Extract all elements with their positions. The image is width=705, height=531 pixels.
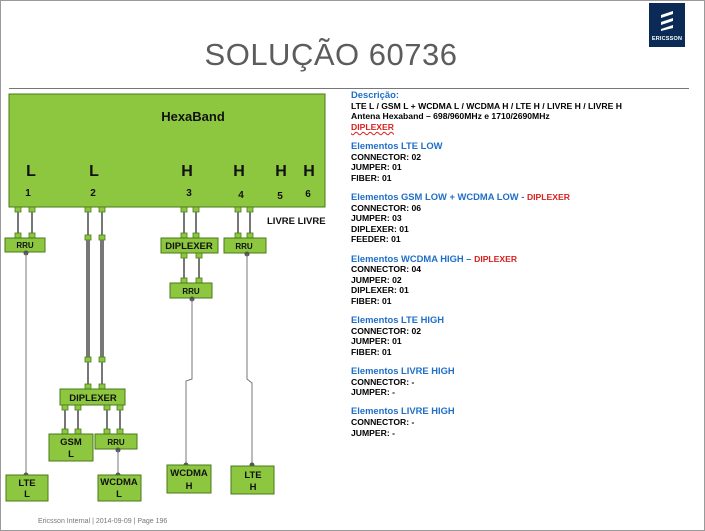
rru-band4-label: RRU (235, 242, 253, 251)
wcdma-h-top: WCDMA (170, 468, 208, 479)
section-item: DIPLEXER: 01 (351, 223, 409, 234)
description-panel: Descrição: LTE L / GSM L + WCDMA L / WCD… (351, 89, 691, 438)
section-item: CONNECTOR: 02 (351, 325, 422, 336)
section-item: JUMPER: - (351, 427, 395, 438)
section-item: CONNECTOR: 02 (351, 151, 422, 162)
band-letter-1: L (26, 163, 36, 180)
description-line-2: Antena Hexaband – 698/960MHz e 1710/2690… (351, 111, 550, 122)
lte-h-top: LTE (244, 470, 261, 481)
section-item: JUMPER: 03 (351, 213, 402, 224)
livre-label: LIVRE LIVRE (267, 216, 326, 227)
band-number-2: 2 (90, 188, 96, 199)
section-title: Elementos LTE LOW (351, 139, 443, 151)
diplexer-bottom-box (59, 388, 126, 406)
section-item: JUMPER: 01 (351, 162, 402, 173)
band2-feeders (86, 240, 104, 357)
section-item: FEEDER: 01 (351, 234, 401, 245)
lte-l-bottom: L (24, 489, 30, 500)
section-title: Elementos GSM LOW + WCDMA LOW - (351, 190, 527, 202)
hexaband-diagram: HexaBand L L H H H H 1 2 3 4 5 6 LIVRE L… (4, 93, 326, 502)
section-livre-high-2: Elementos LIVRE HIGH CONNECTOR: - JUMPER… (351, 406, 691, 438)
wcdma-h-bottom: H (186, 481, 193, 492)
section-gsm-wcdma-low: Elementos GSM LOW + WCDMA LOW - DIPLEXER… (351, 190, 691, 245)
band-letter-2: L (89, 163, 99, 180)
band-letter-3: H (181, 163, 193, 180)
section-title: Elementos WCDMA HIGH – (351, 252, 475, 264)
section-title: Elementos LIVRE HIGH (351, 365, 455, 377)
gsm-l-box (48, 433, 94, 462)
section-item: JUMPER: 02 (351, 274, 402, 285)
antenna-port-connectors (14, 206, 254, 213)
logo-text: ERICSSON (651, 36, 683, 42)
title-divider (9, 88, 689, 89)
section-item: FIBER: 01 (351, 346, 392, 357)
band-letter-4: H (233, 163, 245, 180)
section-lte-low: Elementos LTE LOW CONNECTOR: 02 JUMPER: … (351, 139, 691, 183)
rru-band3-label: RRU (182, 287, 200, 296)
description-line-1: LTE L / GSM L + WCDMA L / WCDMA H / LTE … (351, 100, 622, 111)
rru-wcdma-l-label: RRU (107, 438, 125, 447)
wcdma-l-top: WCDMA (100, 477, 138, 488)
wcdma-l-box (97, 474, 142, 502)
wcdma-h-box (166, 464, 212, 494)
lte-l-top: LTE (18, 478, 35, 489)
band2-jumpers (87, 212, 103, 237)
section-livre-high-1: Elementos LIVRE HIGH CONNECTOR: - JUMPER… (351, 365, 691, 398)
section-item: CONNECTOR: - (351, 417, 415, 427)
band-number-5: 5 (277, 191, 283, 202)
section-lte-high: Elementos LTE HIGH CONNECTOR: 02 JUMPER:… (351, 314, 691, 357)
section-item: FIBER: 01 (351, 295, 392, 306)
band1-jumpers (17, 212, 33, 235)
band-number-3: 3 (186, 188, 192, 199)
gsm-l-bottom: L (68, 449, 74, 460)
hexaband-label: HexaBand (161, 109, 225, 124)
description-heading: Descrição: (351, 89, 399, 100)
ericsson-logo: ERICSSON (649, 3, 685, 47)
diplexer-top-label: DIPLEXER (165, 241, 213, 252)
section-title: Elementos LTE HIGH (351, 314, 445, 326)
band4-fiber (246, 254, 253, 465)
band-number-6: 6 (305, 189, 311, 200)
slide-title: SOLUÇÃO 60736 (204, 37, 458, 72)
lte-h-bottom: H (250, 482, 257, 493)
gsm-l-top: GSM (60, 437, 82, 448)
hexaband-antenna-box (8, 93, 326, 208)
section-item: CONNECTOR: 06 (351, 202, 422, 213)
slide-footer: Ericsson Internal | 2014-09-09 | Page 19… (38, 518, 168, 525)
section-title-suffix: DIPLEXER (474, 253, 518, 264)
section-item: JUMPER: 01 (351, 336, 402, 347)
band-letter-6: H (303, 163, 315, 180)
section-item: CONNECTOR: - (351, 376, 415, 387)
wcdma-l-bottom: L (116, 489, 122, 500)
rru-band1-label: RRU (16, 241, 34, 250)
section-item: FIBER: 01 (351, 172, 392, 183)
band-number-4: 4 (238, 190, 244, 201)
description-line-3: DIPLEXER (351, 121, 394, 132)
section-title: Elementos LIVRE HIGH (351, 405, 455, 417)
lte-h-box (230, 465, 275, 495)
section-item: CONNECTOR: 04 (351, 264, 422, 275)
band3-fiber (185, 299, 193, 465)
section-title-suffix: DIPLEXER (526, 191, 570, 202)
diplexer-top-box (160, 237, 219, 254)
ericsson-logo-icon (661, 11, 673, 31)
section-item: JUMPER: - (351, 387, 395, 398)
section-item: DIPLEXER: 01 (351, 285, 409, 296)
band-number-1: 1 (25, 188, 31, 199)
section-wcdma-high: Elementos WCDMA HIGH – DIPLEXER CONNECTO… (351, 252, 691, 307)
band-letter-5: H (275, 163, 287, 180)
lte-l-box (5, 474, 49, 502)
diplexer-bottom-label: DIPLEXER (69, 393, 117, 404)
